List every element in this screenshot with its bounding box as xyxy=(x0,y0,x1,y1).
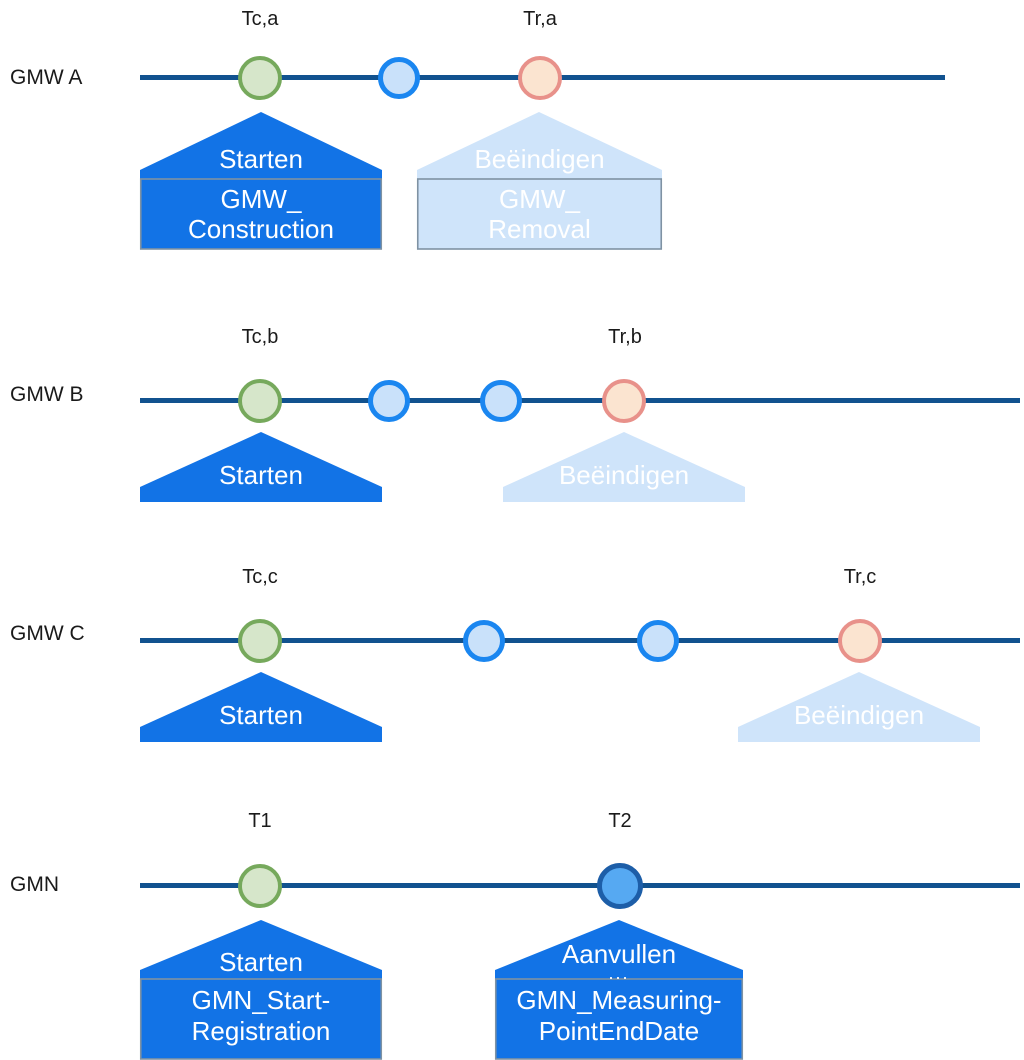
row-label-gmn: GMN xyxy=(10,873,59,896)
event-house-gmw-construction[interactable]: Starten GMW_ Construction xyxy=(139,112,383,250)
house-roof-shape xyxy=(495,920,743,980)
node-supplement-gmn[interactable] xyxy=(597,863,643,909)
house-roof-shape xyxy=(140,432,382,502)
node-end-gmw-a[interactable] xyxy=(518,56,562,100)
event-house-beeindigen-gmw-b[interactable]: Beëindigen xyxy=(503,432,745,502)
timeline-gmn xyxy=(140,883,1020,888)
tick-label-t2: T2 xyxy=(608,810,632,832)
row-label-gmw-c: GMW C xyxy=(10,622,85,645)
event-house-beeindigen-gmw-c[interactable]: Beëindigen xyxy=(738,672,980,742)
tick-label-tc-c: Tc,c xyxy=(242,566,278,588)
house-roof-shape xyxy=(738,672,980,742)
event-house-gmn-start-registration[interactable]: Starten GMN_Start- Registration xyxy=(139,920,383,1060)
node-intermediate-gmw-c-2[interactable] xyxy=(637,620,679,662)
tick-label-tc-b: Tc,b xyxy=(241,326,279,348)
node-start-gmw-a[interactable] xyxy=(238,56,282,100)
node-intermediate-gmw-b-2[interactable] xyxy=(480,380,522,422)
house-roof-shape xyxy=(140,672,382,742)
house-body-shape xyxy=(416,178,663,250)
node-end-gmw-c[interactable] xyxy=(838,619,882,663)
house-roof-shape xyxy=(503,432,745,502)
event-house-starten-gmw-b[interactable]: Starten xyxy=(140,432,382,502)
event-house-starten-gmw-c[interactable]: Starten xyxy=(140,672,382,742)
node-start-gmn[interactable] xyxy=(238,864,282,908)
house-body-shape xyxy=(139,978,383,1060)
node-start-gmw-b[interactable] xyxy=(238,379,282,423)
tick-label-tr-a: Tr,a xyxy=(523,8,557,30)
timeline-gmw-b xyxy=(140,398,1020,403)
tick-label-tr-c: Tr,c xyxy=(843,566,877,588)
node-start-gmw-c[interactable] xyxy=(238,619,282,663)
house-roof-shape xyxy=(417,112,662,180)
event-house-gmn-measuring-point-end-date[interactable]: Aanvullen ... GMN_Measuring- PointEndDat… xyxy=(494,920,744,1060)
row-label-gmw-a: GMW A xyxy=(10,66,83,89)
tick-label-tr-b: Tr,b xyxy=(608,326,642,348)
row-label-gmw-b: GMW B xyxy=(10,383,84,406)
tick-label-tc-a: Tc,a xyxy=(241,8,279,30)
house-body-shape xyxy=(494,978,744,1060)
house-roof-shape xyxy=(140,920,382,980)
event-house-gmw-removal[interactable]: Beëindigen GMW_ Removal xyxy=(416,112,663,250)
node-intermediate-gmw-c-1[interactable] xyxy=(463,620,505,662)
node-intermediate-gmw-b-1[interactable] xyxy=(368,380,410,422)
timeline-gmw-c xyxy=(140,638,1020,643)
house-body-shape xyxy=(139,178,383,250)
house-roof-shape xyxy=(140,112,382,180)
tick-label-t1: T1 xyxy=(248,810,272,832)
node-end-gmw-b[interactable] xyxy=(602,379,646,423)
node-intermediate-gmw-a-1[interactable] xyxy=(378,57,420,99)
